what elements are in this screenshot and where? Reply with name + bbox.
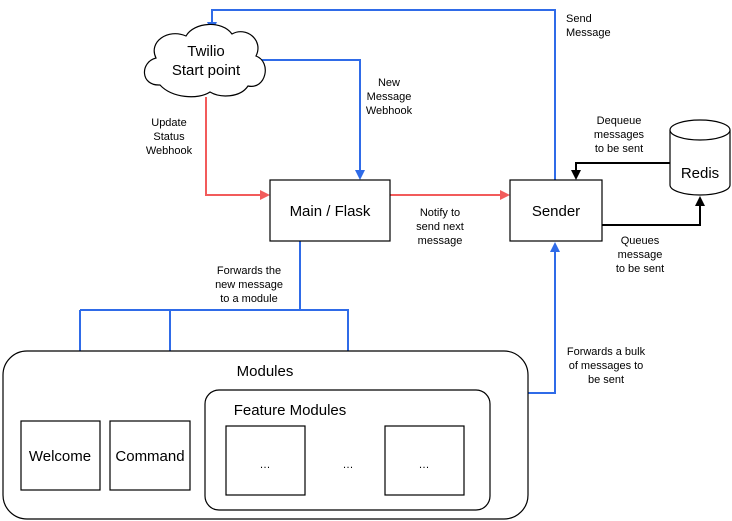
edge-new-message-webhook [255, 59, 365, 180]
notify-line-2: send next [416, 221, 464, 233]
send-message-label: Send Message [566, 13, 611, 39]
edge-forwards-bulk [528, 242, 560, 394]
redis-node: Redis [669, 119, 731, 196]
update-status-line-3: Webhook [146, 145, 193, 157]
forwards-module-line-2: new message [215, 279, 283, 291]
dequeue-line-3: to be sent [595, 143, 643, 155]
twilio-label-line-2: Start point [172, 62, 241, 79]
feature-modules-title: Feature Modules [234, 402, 347, 419]
new-message-webhook-line-2: Message [367, 91, 412, 103]
update-status-line-2: Status [153, 131, 185, 143]
modules-title: Modules [237, 363, 294, 380]
edge-send-message [207, 9, 556, 180]
forwards-bulk-line-1: Forwards a bulk [567, 346, 646, 358]
welcome-module-node: Welcome [20, 420, 101, 491]
main-flask-node: Main / Flask [269, 179, 391, 242]
twilio-cloud-node: Twilio Start point [143, 23, 266, 98]
update-status-line-1: Update [151, 117, 186, 129]
welcome-label: Welcome [29, 448, 91, 465]
feature-module-box-2 [384, 425, 465, 496]
forwards-module-line-1: Forwards the [217, 265, 281, 277]
dequeue-line-2: messages [594, 129, 645, 141]
forwards-bulk-line-3: be sent [588, 374, 624, 386]
feature-module-gap-label: … [343, 459, 354, 471]
edge-dequeue [571, 162, 670, 180]
dequeue-line-1: Dequeue [597, 115, 642, 127]
new-message-webhook-label: New Message Webhook [366, 77, 413, 117]
feature-modules-container: Feature Modules … … … [204, 389, 491, 511]
cylinder-body [669, 130, 731, 196]
new-message-webhook-line-3: Webhook [366, 105, 413, 117]
new-message-webhook-line-1: New [378, 77, 400, 89]
main-flask-label: Main / Flask [290, 203, 371, 220]
forwards-bulk-line-2: of messages to [569, 360, 644, 372]
edge-queue [602, 196, 705, 226]
queue-line-2: message [618, 249, 663, 261]
send-message-line-2: Message [566, 27, 611, 39]
send-message-line-1: Send [566, 13, 592, 25]
feature-module-box-2-label: … [419, 459, 430, 471]
command-label: Command [115, 448, 184, 465]
redis-label: Redis [681, 165, 719, 182]
sender-label: Sender [532, 203, 580, 220]
cloud-shape [143, 23, 266, 98]
cylinder-top [669, 119, 731, 141]
dequeue-label: Dequeue messages to be sent [594, 115, 645, 155]
feature-module-box-1 [225, 425, 306, 496]
queue-label: Queues message to be sent [616, 235, 664, 275]
twilio-label-line-1: Twilio [187, 43, 225, 60]
queue-line-1: Queues [621, 235, 660, 247]
command-module-node: Command [109, 420, 191, 491]
notify-line-3: message [418, 235, 463, 247]
forwards-module-line-3: to a module [220, 293, 277, 305]
forwards-module-label: Forwards the new message to a module [215, 265, 283, 305]
queue-line-3: to be sent [616, 263, 664, 275]
update-status-webhook-label: Update Status Webhook [146, 117, 193, 157]
edge-update-status-webhook [205, 97, 270, 200]
notify-line-1: Notify to [420, 207, 460, 219]
sender-node: Sender [509, 179, 603, 242]
forwards-bulk-label: Forwards a bulk of messages to be sent [567, 346, 646, 386]
feature-module-box-1-label: … [260, 459, 271, 471]
notify-sender-label: Notify to send next message [416, 207, 464, 247]
